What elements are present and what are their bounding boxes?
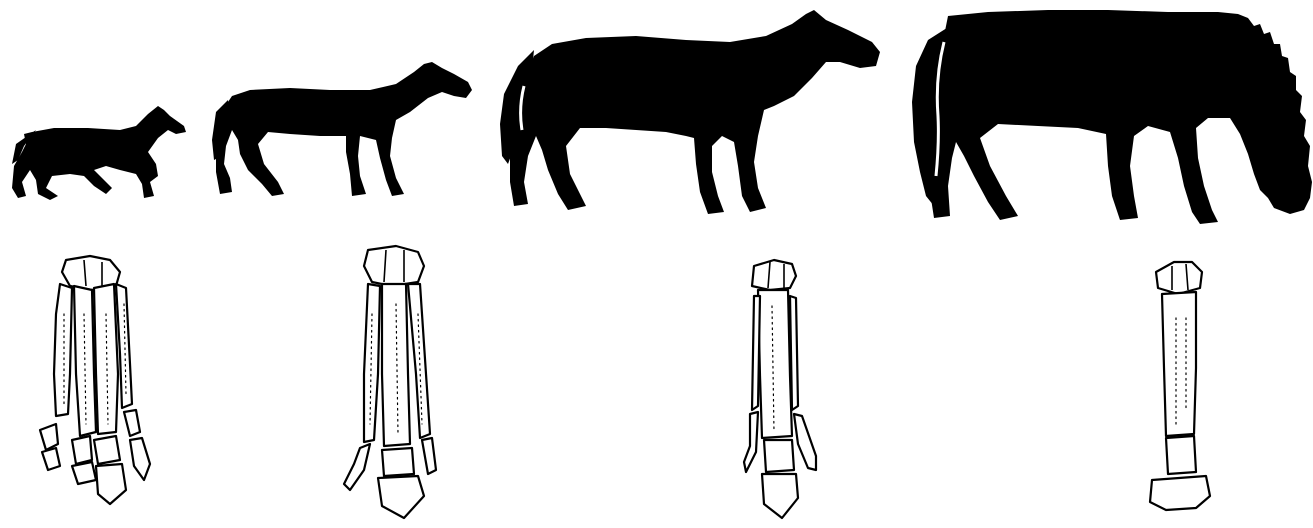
foot-bones-stage-4 xyxy=(1146,258,1226,522)
foot-bones-stage-2 xyxy=(334,244,444,522)
foot-bones-stage-1 xyxy=(32,254,157,516)
horse-silhouette-stage-1 xyxy=(8,104,188,204)
horse-silhouette-stage-3 xyxy=(496,6,886,216)
horse-silhouette-stage-2 xyxy=(210,60,475,200)
foot-bones-stage-3 xyxy=(740,256,830,526)
horse-silhouette-stage-4 xyxy=(908,6,1313,228)
